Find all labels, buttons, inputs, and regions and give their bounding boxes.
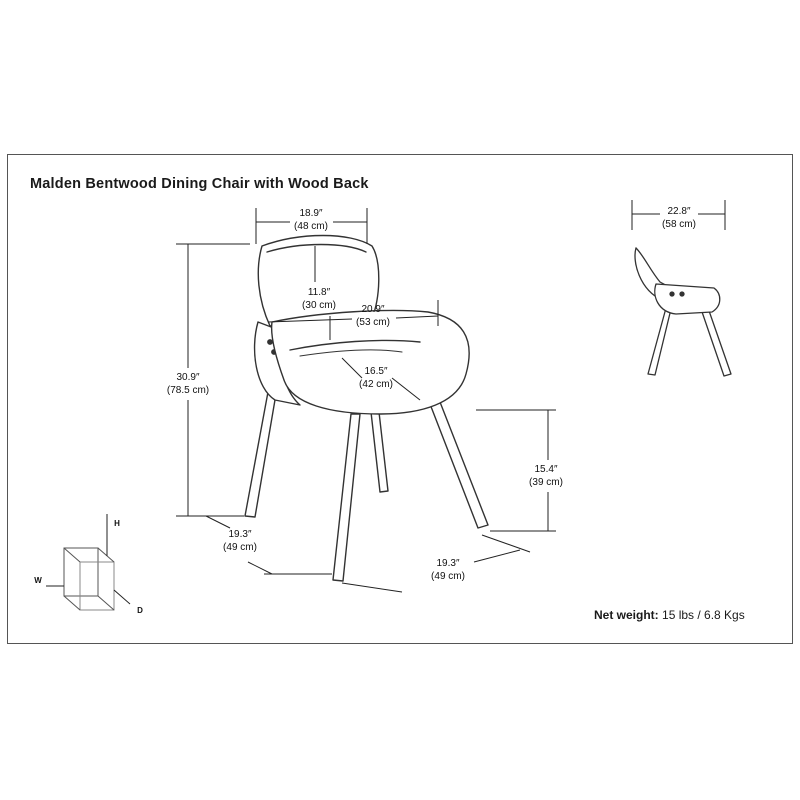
dimension-lines — [176, 200, 726, 593]
back-width-cm: (48 cm) — [294, 221, 328, 232]
chair-seat — [270, 309, 470, 415]
back-width-in: 18.9″ — [299, 208, 322, 219]
dimension-labels: 18.9″ (48 cm) 11.8″ (30 cm) 20.9″ (53 cm… — [167, 206, 696, 582]
axis-h-label: H — [114, 519, 120, 528]
back-height-in: 11.8″ — [308, 287, 331, 298]
side-depth-cm: (58 cm) — [662, 219, 696, 230]
base-width-cm: (49 cm) — [431, 571, 465, 582]
orientation-axis-labels: H W D — [34, 519, 143, 615]
base-width-in: 19.3″ — [436, 558, 459, 569]
overall-height-in: 30.9″ — [176, 372, 199, 383]
seat-depth-cm: (42 cm) — [359, 379, 393, 390]
base-depth-cm: (49 cm) — [223, 542, 257, 553]
seat-depth-in: 16.5″ — [364, 366, 387, 377]
chair-front-view — [244, 234, 489, 582]
seat-width-cm: (53 cm) — [356, 317, 390, 328]
back-height-cm: (30 cm) — [302, 300, 336, 311]
side-depth-in: 22.8″ — [667, 206, 690, 217]
axis-d-label: D — [137, 606, 143, 615]
diagram-frame — [7, 154, 793, 644]
orientation-cube — [46, 514, 131, 611]
diagram-title: Malden Bentwood Dining Chair with Wood B… — [30, 176, 369, 192]
net-weight-label: Net weight: — [594, 608, 659, 622]
seat-width-in: 20.9″ — [361, 304, 384, 315]
chair-legs — [244, 391, 489, 582]
net-weight-value: 15 lbs / 6.8 Kgs — [662, 608, 745, 622]
overall-height-cm: (78.5 cm) — [167, 385, 209, 396]
seat-height-in: 15.4″ — [534, 464, 557, 475]
seat-height-cm: (39 cm) — [529, 477, 563, 488]
base-depth-in: 19.3″ — [228, 529, 251, 540]
chair-side-view — [634, 247, 732, 377]
axis-w-label: W — [34, 576, 42, 585]
net-weight: Net weight: 15 lbs / 6.8 Kgs — [594, 608, 745, 622]
chair-back-shell — [257, 234, 380, 327]
